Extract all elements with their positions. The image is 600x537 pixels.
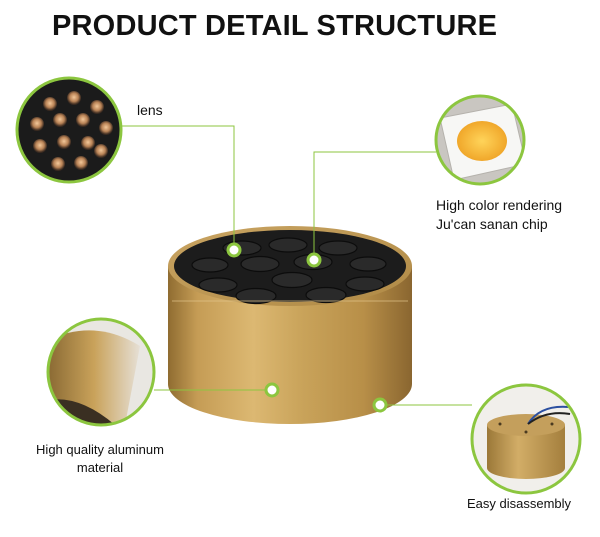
disassembly-callout bbox=[372, 397, 472, 413]
material-label-line1: High quality aluminum bbox=[36, 442, 164, 457]
chip-detail-image bbox=[434, 94, 526, 186]
chip-label-line2: Ju'can sanan chip bbox=[436, 216, 548, 232]
chip-callout bbox=[306, 151, 436, 268]
lens-label: lens bbox=[137, 102, 163, 118]
material-callout bbox=[154, 382, 280, 398]
disassembly-detail-image bbox=[470, 383, 582, 495]
material-label: High quality aluminum material bbox=[25, 441, 175, 477]
chip-label: High color rendering Ju'can sanan chip bbox=[436, 196, 562, 234]
lens-detail-image bbox=[15, 76, 123, 184]
chip-label-line1: High color rendering bbox=[436, 197, 563, 213]
lens-callout bbox=[122, 125, 242, 258]
material-label-line2: material bbox=[76, 460, 124, 475]
main-product bbox=[168, 226, 412, 424]
disassembly-label: Easy disassembly bbox=[467, 496, 572, 511]
material-detail-image bbox=[46, 317, 156, 427]
page-title: PRODUCT DETAIL STRUCTURE bbox=[52, 10, 498, 42]
